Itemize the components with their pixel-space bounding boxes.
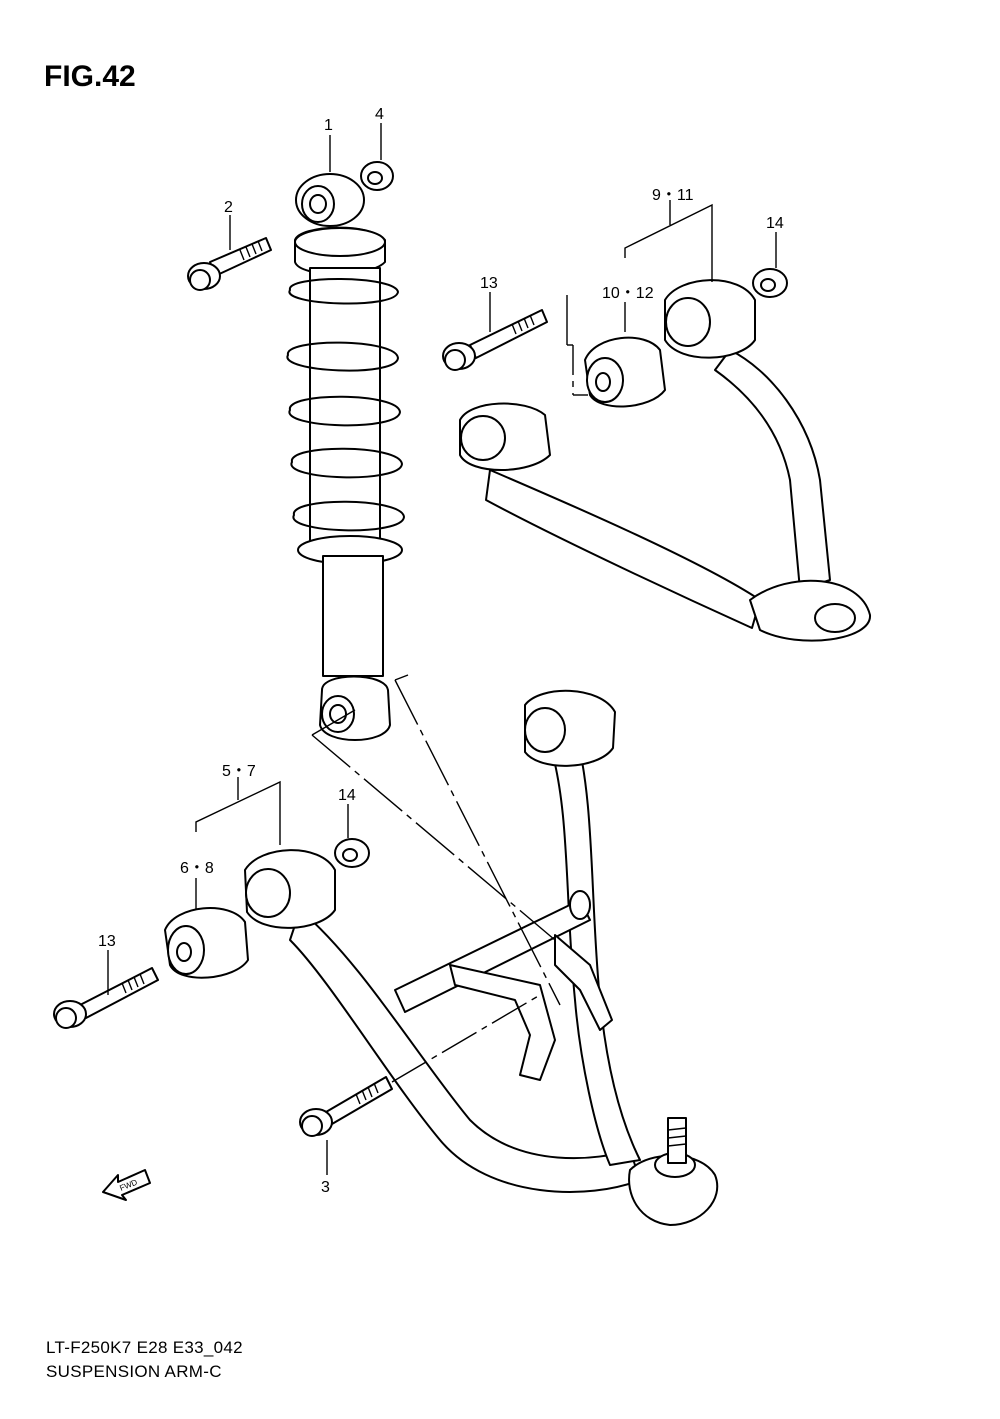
leader-lines <box>107 123 777 1175</box>
upper-arm[interactable] <box>459 279 872 642</box>
fwd-arrow-icon: FWD <box>102 1169 151 1201</box>
callout-9-11: 9・11 <box>652 187 694 204</box>
callout-1: 1 <box>324 117 333 134</box>
callout-13-lower: 13 <box>98 933 116 950</box>
callout-10-12: 10・12 <box>602 285 654 302</box>
nut-14-lower[interactable] <box>334 838 370 868</box>
bushing-10-12[interactable] <box>584 336 666 408</box>
callout-5-7: 5・7 <box>222 763 256 780</box>
callout-14-upper: 14 <box>766 215 784 232</box>
nut-14-upper[interactable] <box>752 268 788 298</box>
callout-13-upper: 13 <box>480 275 498 292</box>
nut-4[interactable] <box>360 161 394 191</box>
figure-title: FIG.42 <box>44 60 136 93</box>
bushing-6-8[interactable] <box>164 907 249 979</box>
bolt-13-lower[interactable] <box>53 967 159 1029</box>
lower-arm[interactable] <box>244 689 719 1226</box>
callout-14-lower: 14 <box>338 787 356 804</box>
callout-6-8: 6・8 <box>180 860 214 877</box>
callout-labels: 1 4 2 9・11 14 13 10・12 5・7 14 6・8 13 3 <box>98 106 784 1196</box>
section-name: SUSPENSION ARM-C <box>46 1362 222 1381</box>
bolt-13-upper[interactable] <box>442 309 548 371</box>
callout-2: 2 <box>224 199 233 216</box>
bolt-2[interactable] <box>187 237 272 291</box>
model-code: LT-F250K7 E28 E33_042 <box>46 1338 243 1357</box>
shock-absorber[interactable] <box>286 173 405 741</box>
callout-3: 3 <box>321 1179 330 1196</box>
callout-4: 4 <box>375 106 384 123</box>
bolt-3[interactable] <box>299 1076 393 1137</box>
